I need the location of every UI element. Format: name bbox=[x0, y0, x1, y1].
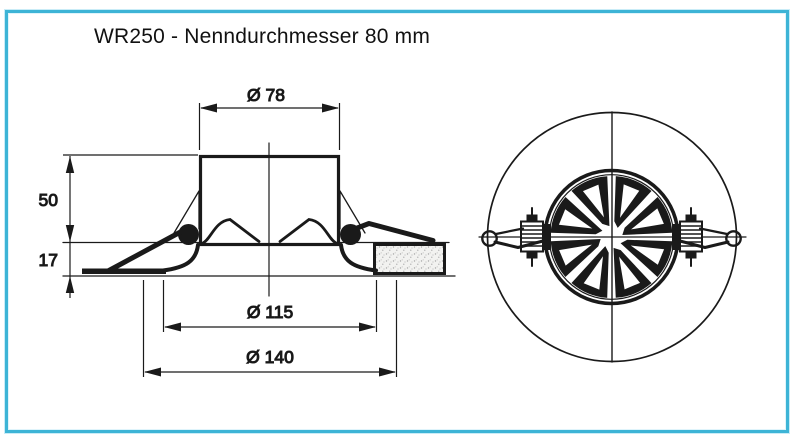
arrow-right-icon bbox=[322, 103, 339, 113]
valve-cone-left bbox=[201, 218, 261, 245]
arrow-right-icon bbox=[359, 322, 376, 332]
section-dimensions: Ø 78 50 17 Ø 115 Ø 140 bbox=[38, 85, 398, 377]
flange-bell-left bbox=[161, 243, 200, 273]
flange-bell-right bbox=[339, 243, 378, 273]
valve-cone-right bbox=[278, 218, 338, 245]
arrow-left-icon bbox=[144, 367, 161, 377]
spring-pivot-left bbox=[178, 224, 199, 245]
arrow-left-icon bbox=[200, 103, 217, 113]
section-view bbox=[62, 142, 456, 297]
spring-clip-left bbox=[481, 207, 551, 267]
arrow-up-icon bbox=[65, 276, 75, 293]
arrow-down-icon bbox=[65, 225, 75, 242]
arrow-up-icon bbox=[65, 156, 75, 173]
spring-arm-right bbox=[349, 221, 436, 243]
arrow-right-icon bbox=[379, 367, 396, 377]
front-view bbox=[478, 111, 747, 363]
dim-label-flange-diameter: Ø 140 bbox=[246, 347, 294, 367]
dim-label-spigot-height: 50 bbox=[39, 190, 59, 210]
spring-arm-left bbox=[105, 226, 189, 274]
clip-bracket-left bbox=[173, 190, 200, 234]
dim-label-spigot-diameter: Ø 78 bbox=[247, 85, 285, 105]
dim-label-face-diameter: Ø 115 bbox=[247, 302, 293, 322]
dim-label-flange-height: 17 bbox=[39, 250, 58, 270]
clip-foot-left bbox=[82, 268, 166, 274]
arrow-left-icon bbox=[164, 322, 181, 332]
ceiling-block bbox=[373, 243, 446, 275]
page-title: WR250 - Nenndurchmesser 80 mm bbox=[93, 25, 431, 48]
